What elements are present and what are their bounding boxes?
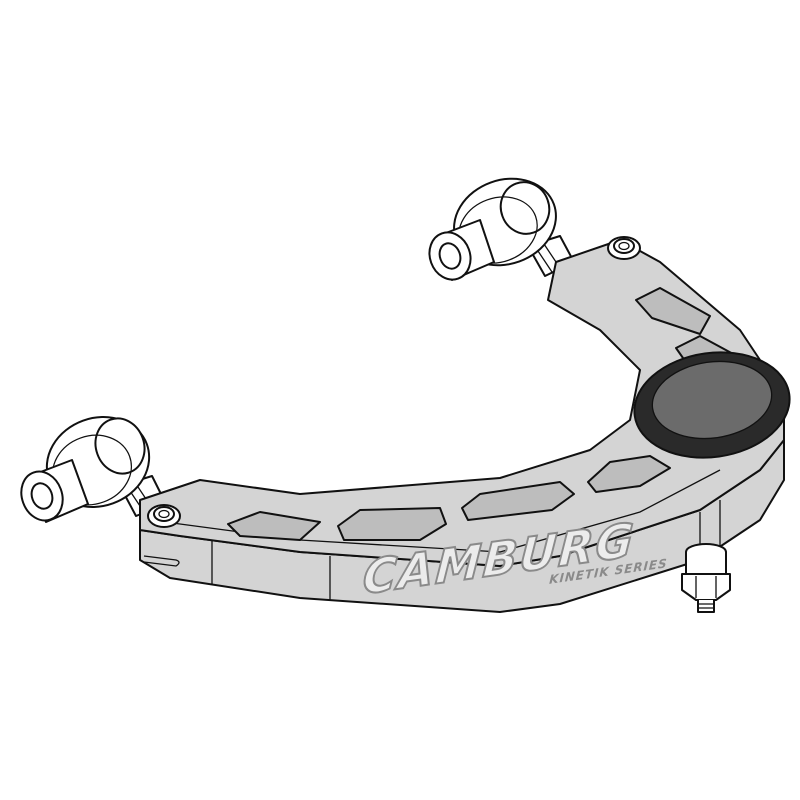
pivot-bolt-rear [607,236,641,260]
pockets [227,287,749,541]
ball-joint-cap [633,351,791,459]
front-rod-end [20,415,167,523]
ball-joint-stud [681,543,731,613]
pivot-bolt-front [147,504,181,528]
arm-body [139,239,785,613]
rear-rod-end [428,177,575,281]
clevis-slot [143,555,180,567]
